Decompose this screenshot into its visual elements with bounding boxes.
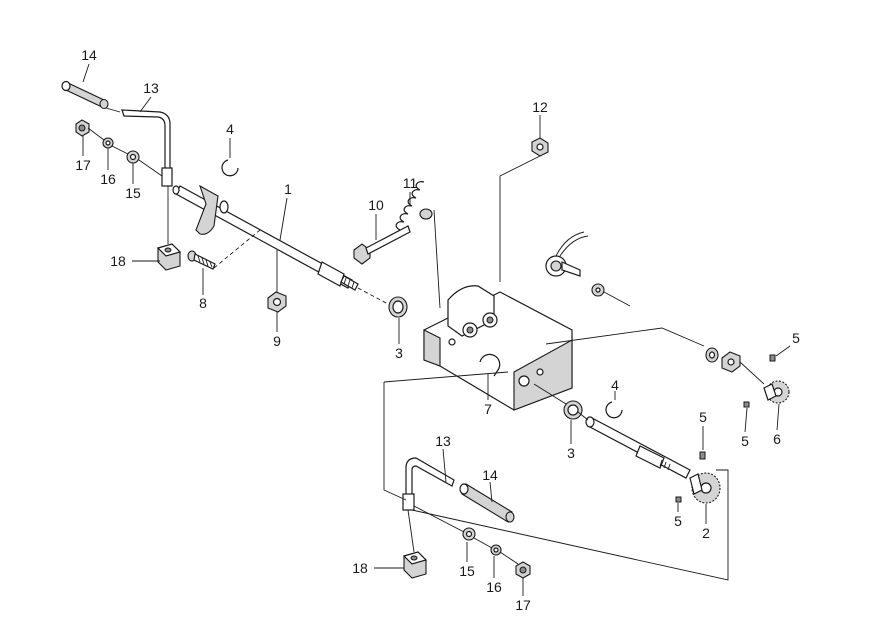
callout-3-upper: 3 [395, 345, 403, 361]
assembly-lines [87, 107, 765, 581]
sensor-with-cable [545, 231, 605, 297]
part-4-e-clip-lower [605, 401, 623, 419]
callout-leaders [82, 63, 791, 596]
part-5-set-screw-a [769, 354, 776, 362]
callout-7: 7 [484, 401, 492, 417]
secondary-shaft [585, 416, 691, 479]
part-18-clamp-block-upper [156, 243, 182, 271]
washer-right [705, 347, 719, 363]
callout-16-lower: 16 [486, 579, 502, 595]
part-17-nut-upper [75, 119, 90, 137]
part-4-e-clip-upper [221, 159, 239, 177]
callout-16-upper: 16 [100, 171, 116, 187]
callout-14-lower: 14 [482, 467, 498, 483]
callout-12: 12 [532, 99, 548, 115]
part-5-set-screw-c [699, 451, 706, 460]
callout-4-lower: 4 [611, 377, 619, 393]
part-18-clamp-block-lower [402, 551, 428, 579]
callout-18-upper: 18 [110, 253, 126, 269]
callout-10: 10 [368, 197, 384, 213]
callout-2: 2 [702, 525, 710, 541]
callout-1: 1 [284, 181, 292, 197]
part-16-lock-washer-lower [490, 544, 502, 556]
part-9-nut [267, 291, 287, 313]
part-8-bolt [187, 250, 216, 270]
part-15-washer-upper [126, 150, 140, 164]
part-13-lever-rod-lower [402, 457, 455, 511]
bracket-plate [423, 285, 573, 411]
callout-13-upper: 13 [143, 80, 159, 96]
callout-13-lower: 13 [435, 433, 451, 449]
part-13-lever-rod-upper [121, 109, 173, 187]
part-5-set-screw-d [675, 496, 682, 503]
callout-labels: 14 13 17 16 15 4 1 18 8 9 10 11 12 3 7 5… [75, 47, 800, 613]
callout-15-lower: 15 [459, 563, 475, 579]
callout-17-upper: 17 [75, 157, 91, 173]
callout-5-b: 5 [741, 433, 749, 449]
part-3-bushing-lower [563, 400, 583, 420]
callout-8: 8 [199, 295, 207, 311]
part-10-bolt [353, 225, 411, 265]
part-3-bushing-upper [388, 296, 408, 318]
callout-14-upper: 14 [81, 47, 97, 63]
callout-17-lower: 17 [515, 597, 531, 613]
callout-18-lower: 18 [352, 560, 368, 576]
part-12-nut [531, 137, 549, 157]
part-6-gear-hub [763, 380, 790, 404]
part-16-lock-washer-upper [102, 137, 114, 149]
part-7-hook-clip [479, 353, 501, 377]
callout-4-upper: 4 [226, 121, 234, 137]
callout-5-a: 5 [792, 330, 800, 346]
part-14-grip-lower [459, 483, 515, 523]
part-14-grip-upper [61, 80, 109, 110]
part-17-nut-lower [515, 561, 531, 579]
callout-3-lower: 3 [567, 445, 575, 461]
part-15-washer-lower [462, 527, 476, 541]
part-1-main-shaft [172, 184, 359, 291]
callout-15-upper: 15 [125, 185, 141, 201]
callout-11: 11 [403, 175, 418, 191]
part-5-set-screw-b [743, 401, 750, 408]
callout-5-c: 5 [699, 409, 707, 425]
callout-6: 6 [773, 431, 781, 447]
callout-5-d: 5 [674, 513, 682, 529]
callout-9: 9 [273, 333, 281, 349]
part-2-gear [689, 472, 721, 504]
nut-right [721, 351, 741, 373]
